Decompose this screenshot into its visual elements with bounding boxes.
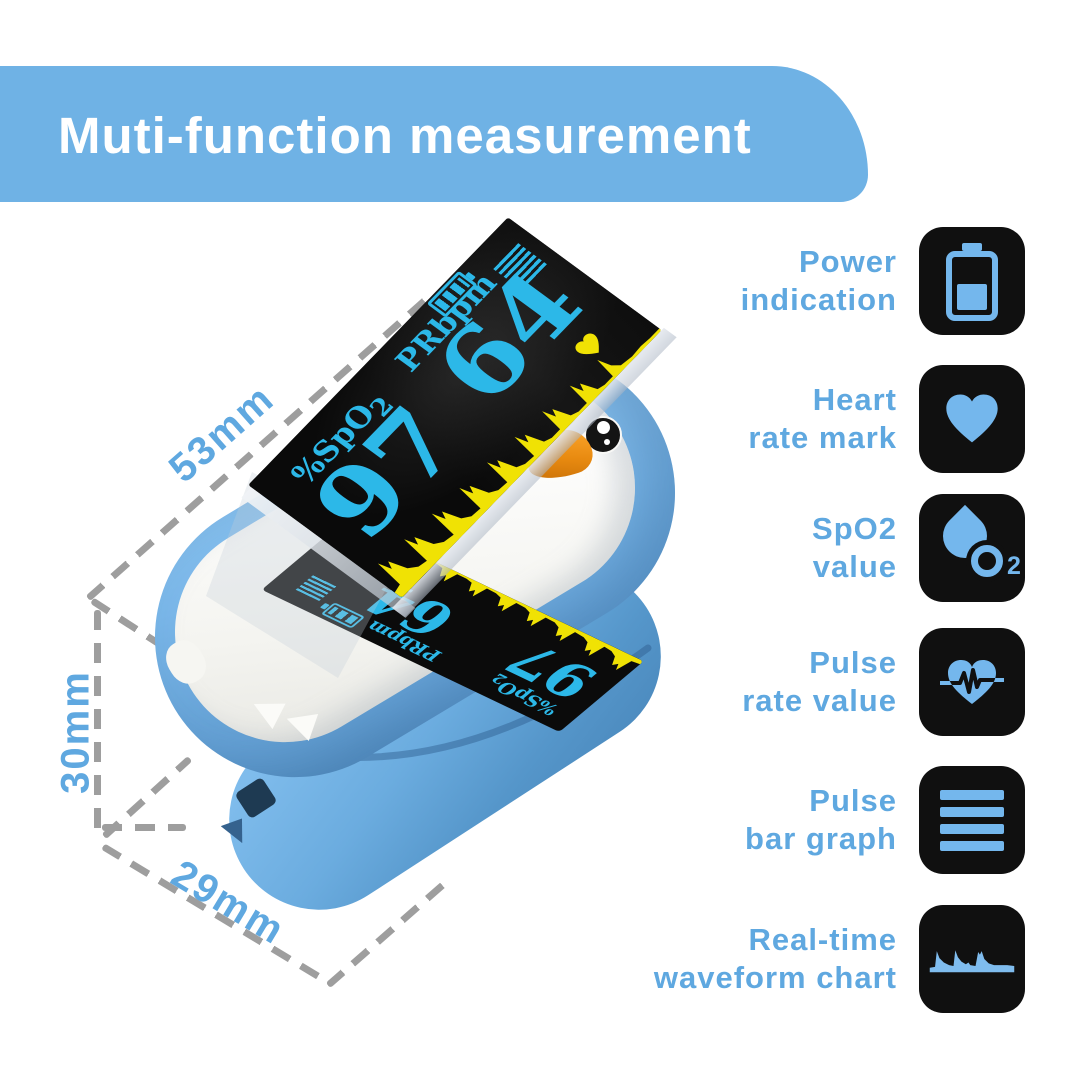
oxygen-ring-icon [971, 545, 1003, 577]
heart-mark-icon [575, 333, 599, 355]
page-title: Muti-function measurement [58, 107, 752, 164]
feature-tile [919, 365, 1025, 473]
eye-glint [597, 421, 610, 434]
heart-icon [946, 394, 998, 443]
oxygen-subscript: 2 [1007, 552, 1021, 580]
pulse-heart-icon [940, 660, 1004, 704]
header-banner: Muti-function measurement [0, 66, 868, 202]
feature-tile [919, 905, 1025, 1013]
dimension-stub-horizontal [102, 824, 186, 831]
feature-tile [919, 766, 1025, 874]
waveform-icon [929, 950, 1015, 973]
battery-icon [946, 251, 998, 321]
feature-tile [919, 227, 1025, 335]
feature-tile [919, 628, 1025, 736]
floating-display-panel: %SpO2 97 PRbpm 64 [241, 217, 677, 618]
feature-tile: 2 [919, 494, 1025, 602]
pulse-waveform [377, 328, 662, 598]
eye-glint [604, 439, 610, 445]
bar-graph-icon [940, 789, 1004, 851]
dimension-line-30mm [94, 610, 101, 838]
